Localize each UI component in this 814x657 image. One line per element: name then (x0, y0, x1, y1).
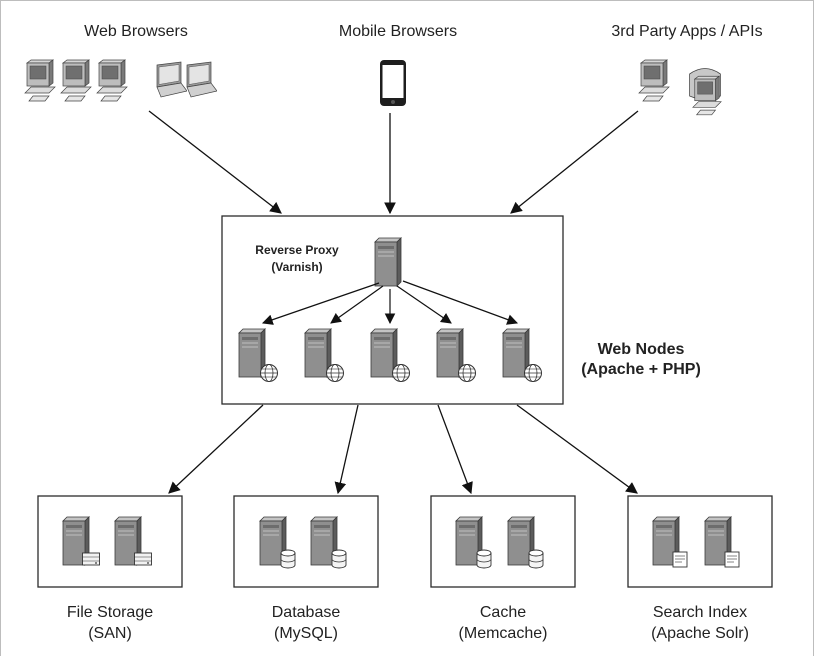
arrow-web-browsers-to-proxy (148, 110, 282, 214)
search-index-sublabel: (Apache Solr) (651, 625, 749, 642)
arrow-apis-to-proxy (510, 110, 639, 214)
web-browsers-icon (24, 59, 217, 102)
cache-sublabel: (Memcache) (459, 625, 548, 642)
source-label-web-browsers: Web Browsers (84, 23, 188, 40)
arrow-web-to-search-index (516, 404, 638, 494)
file-storage-label: File Storage (67, 604, 153, 621)
arrow-proxy-to-node-5 (402, 280, 519, 325)
database-box (233, 495, 379, 588)
mobile-phone-icon (380, 60, 406, 106)
arrow-web-to-file-storage (168, 404, 264, 494)
file-storage-sublabel: (SAN) (88, 625, 132, 642)
arrow-proxy-to-node-1 (261, 282, 380, 325)
arrow-web-to-database (334, 404, 359, 495)
cache-box (430, 495, 576, 588)
file-storage-box (37, 495, 183, 588)
search-index-box (627, 495, 773, 588)
arrow-proxy-to-node-4 (396, 285, 452, 324)
arrow-web-to-cache (437, 404, 473, 495)
third-party-workstations-icon (638, 59, 722, 116)
source-label-mobile-browsers: Mobile Browsers (339, 23, 457, 40)
web-nodes-label: Web Nodes (598, 341, 685, 358)
cache-label: Cache (480, 604, 526, 621)
search-index-label: Search Index (653, 604, 747, 621)
reverse-proxy-sublabel: (Varnish) (271, 260, 322, 274)
arrow-proxy-to-node-2 (330, 285, 384, 324)
database-sublabel: (MySQL) (274, 625, 338, 642)
reverse-proxy-server-icon (374, 237, 402, 287)
database-label: Database (272, 604, 341, 621)
source-label-third-party-apis: 3rd Party Apps / APIs (611, 23, 762, 40)
reverse-proxy-label: Reverse Proxy (255, 243, 339, 257)
web-nodes-sublabel: (Apache + PHP) (581, 361, 701, 378)
